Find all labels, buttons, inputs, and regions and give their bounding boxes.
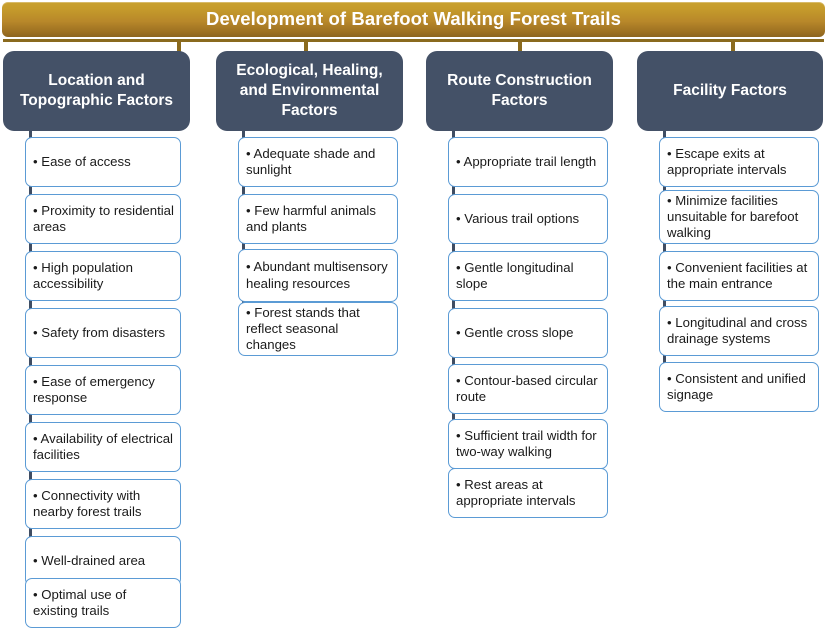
leaf-box-c2-2[interactable]: • Few harmful animals and plants [238,194,398,244]
leaf-label: • Convenient facilities at the main entr… [667,259,808,291]
category-heading: Ecological, Healing, and Environmental F… [236,62,383,119]
leaf-box-c1-9[interactable]: • Optimal use of existing trails [25,578,181,628]
leaf-box-c1-5[interactable]: • Ease of emergency response [25,365,181,415]
leaf-box-c3-7[interactable]: • Rest areas at appropriate intervals [448,468,608,518]
leaf-label: • Well-drained area [33,552,146,568]
leaf-label: • Gentle longitudinal slope [456,259,574,291]
leaf-label: • Minimize facilities unsuitable for bar… [667,192,799,241]
leaf-label: • Longitudinal and cross drainage system… [667,314,808,346]
diagram-title-bar: Development of Barefoot Walking Forest T… [2,2,825,37]
leaf-label: • Adequate shade and sunlight [246,145,376,177]
leaf-label: • Gentle cross slope [456,324,574,340]
category-box-route-construction-factors[interactable]: Route Construction Factors [426,51,613,131]
leaf-box-c4-5[interactable]: • Consistent and unified signage [659,362,819,412]
leaf-box-c1-6[interactable]: • Availability of electrical facilities [25,422,181,472]
category-heading: Facility Factors [673,82,787,100]
diagram-title: Development of Barefoot Walking Forest T… [206,8,621,30]
leaf-label: • Ease of access [33,153,131,169]
leaf-box-c1-4[interactable]: • Safety from disasters [25,308,181,358]
leaf-box-c4-4[interactable]: • Longitudinal and cross drainage system… [659,306,819,356]
leaf-label: • Availability of electrical facilities [33,430,173,462]
leaf-label: • Consistent and unified signage [667,370,806,402]
leaf-label: • Safety from disasters [33,324,166,340]
leaf-label: • Connectivity with nearby forest trails [33,487,142,519]
leaf-box-c1-7[interactable]: • Connectivity with nearby forest trails [25,479,181,529]
leaf-label: • Optimal use of existing trails [33,586,127,618]
leaf-box-c2-1[interactable]: • Adequate shade and sunlight [238,137,398,187]
leaf-box-c2-4[interactable]: • Forest stands that reflect seasonal ch… [238,302,398,356]
leaf-label: • Forest stands that reflect seasonal ch… [246,304,360,353]
leaf-box-c2-3[interactable]: • Abundant multisensory healing resource… [238,249,398,302]
gold-stem-column-1 [177,39,181,52]
leaf-box-c4-2[interactable]: • Minimize facilities unsuitable for bar… [659,190,819,244]
leaf-box-c1-8[interactable]: • Well-drained area [25,536,181,586]
gold-stem-column-2 [304,39,308,52]
leaf-box-c3-6[interactable]: • Sufficient trail width for two-way wal… [448,419,608,469]
category-box-location-and-topographic-factors[interactable]: Location and Topographic Factors [3,51,190,131]
leaf-label: • Contour-based circular route [456,372,598,404]
leaf-box-c1-2[interactable]: • Proximity to residential areas [25,194,181,244]
leaf-box-c4-1[interactable]: • Escape exits at appropriate intervals [659,137,819,187]
category-box-facility-factors[interactable]: Facility Factors [637,51,823,131]
leaf-label: • Abundant multisensory healing resource… [246,259,388,291]
leaf-label: • Sufficient trail width for two-way wal… [456,427,597,459]
gold-rail-horizontal [3,39,824,42]
leaf-label: • Ease of emergency response [33,373,155,405]
leaf-label: • Rest areas at appropriate intervals [456,476,576,508]
category-heading: Route Construction Factors [447,72,592,109]
leaf-box-c3-2[interactable]: • Various trail options [448,194,608,244]
category-box-ecological-healing-and-environmental-factors[interactable]: Ecological, Healing, and Environmental F… [216,51,403,131]
leaf-box-c3-4[interactable]: • Gentle cross slope [448,308,608,358]
leaf-box-c3-1[interactable]: • Appropriate trail length [448,137,608,187]
leaf-box-c1-1[interactable]: • Ease of access [25,137,181,187]
leaf-label: • Escape exits at appropriate intervals [667,145,787,177]
leaf-box-c1-3[interactable]: • High population accessibility [25,251,181,301]
gold-stem-column-4 [731,39,735,52]
leaf-label: • Various trail options [456,210,580,226]
leaf-box-c4-3[interactable]: • Convenient facilities at the main entr… [659,251,819,301]
leaf-label: • High population accessibility [33,259,133,291]
leaf-label: • Few harmful animals and plants [246,202,376,234]
leaf-label: • Proximity to residential areas [33,202,174,234]
gold-stem-column-3 [518,39,522,52]
leaf-label: • Appropriate trail length [456,153,597,169]
leaf-box-c3-5[interactable]: • Contour-based circular route [448,364,608,414]
leaf-box-c3-3[interactable]: • Gentle longitudinal slope [448,251,608,301]
category-heading: Location and Topographic Factors [19,72,173,109]
